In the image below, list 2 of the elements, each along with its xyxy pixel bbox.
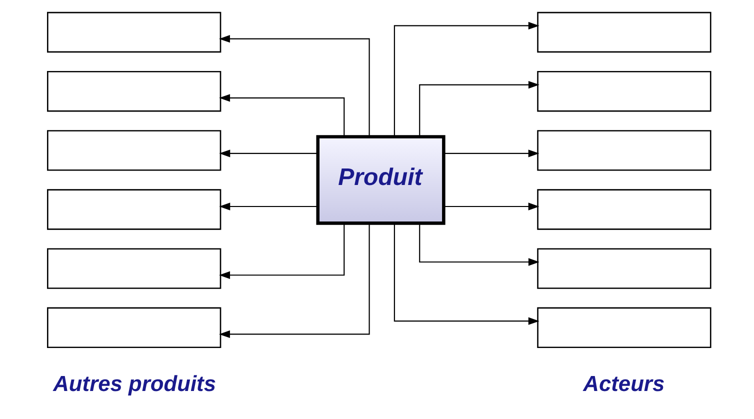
label: Acteurs bbox=[582, 371, 664, 396]
label: Autres produits bbox=[52, 371, 216, 396]
